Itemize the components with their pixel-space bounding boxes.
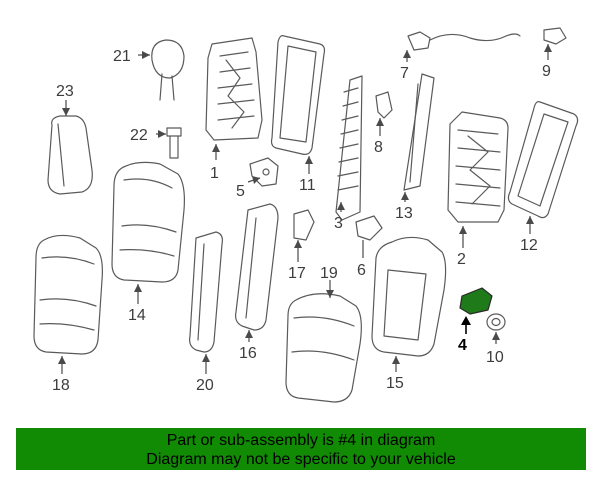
callout-19: 19 xyxy=(320,265,338,282)
info-banner: Part or sub-assembly is #4 in diagram Di… xyxy=(16,428,586,470)
callout-3: 3 xyxy=(334,215,343,232)
part-20-side-trim xyxy=(189,231,223,353)
part-21-headrest xyxy=(151,39,185,101)
callout-7: 7 xyxy=(400,65,409,82)
callout-22: 22 xyxy=(130,127,148,144)
part-15-seatback-assembly xyxy=(371,236,447,357)
part-17-bracket xyxy=(293,209,315,241)
leader-lines xyxy=(58,44,552,374)
callout-6: 6 xyxy=(357,262,366,279)
callout-17: 17 xyxy=(288,265,306,282)
part-9-clip xyxy=(543,27,567,45)
callout-8: 8 xyxy=(374,139,383,156)
callout-23: 23 xyxy=(56,83,74,100)
callout-14: 14 xyxy=(128,307,146,324)
callout-16: 16 xyxy=(239,345,257,362)
callout-11: 11 xyxy=(299,177,316,194)
part-8-small-bracket xyxy=(375,91,393,119)
part-3-rail xyxy=(335,75,363,221)
part-23-side-bolster xyxy=(47,115,93,195)
part-13-trim-strip xyxy=(403,73,435,191)
callout-9: 9 xyxy=(542,63,551,80)
callout-15: 15 xyxy=(386,375,404,392)
part-1-seatback-frame xyxy=(205,37,263,141)
part-12-back-panel xyxy=(507,101,579,219)
callout-10: 10 xyxy=(486,349,504,366)
banner-line-2: Diagram may not be specific to your vehi… xyxy=(146,451,456,468)
part-11-back-panel xyxy=(270,35,326,155)
part-4-highlighted xyxy=(459,287,493,315)
part-16-side-trim xyxy=(235,203,279,331)
callout-4: 4 xyxy=(458,337,467,354)
callout-2: 2 xyxy=(457,251,466,268)
part-14-seatback-cushion xyxy=(111,161,185,283)
callout-1: 1 xyxy=(210,165,219,182)
banner-line-1: Part or sub-assembly is #4 in diagram xyxy=(166,432,436,449)
callout-5: 5 xyxy=(236,183,245,200)
part-6-bracket xyxy=(355,215,383,241)
callout-18: 18 xyxy=(52,377,70,394)
part-19-seat-cushion xyxy=(285,293,362,403)
part-2-seatback-frame xyxy=(447,111,509,223)
part-18-seatback-cover xyxy=(33,234,103,355)
part-7-cable xyxy=(407,31,521,51)
callout-13: 13 xyxy=(395,205,413,222)
callout-labels: 1 2 3 4 5 6 7 8 9 10 11 12 13 14 15 16 1… xyxy=(52,48,551,394)
part-22-clip xyxy=(166,127,182,159)
callout-21: 21 xyxy=(113,48,131,65)
callout-20: 20 xyxy=(196,377,214,394)
callout-12: 12 xyxy=(520,237,538,254)
part-10-knob xyxy=(486,313,506,331)
